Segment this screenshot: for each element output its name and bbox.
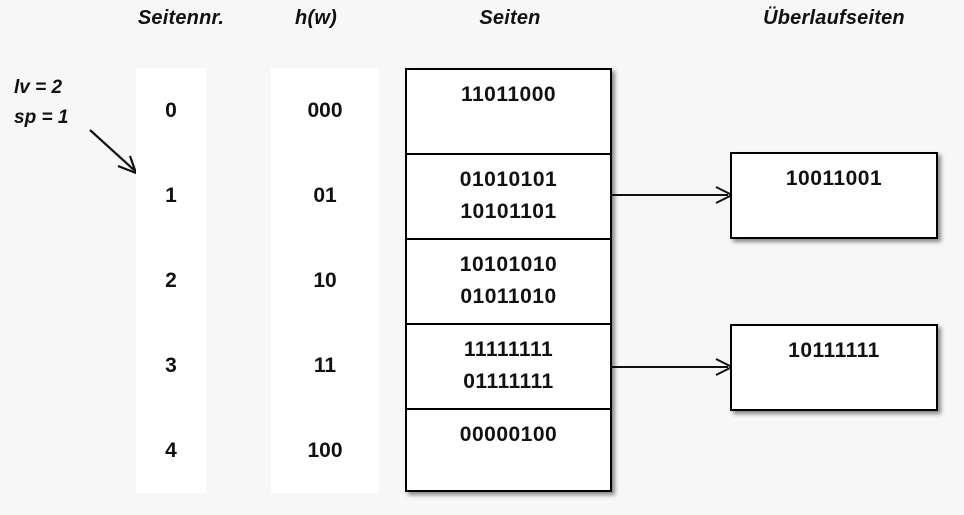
page-entry: 01111111 xyxy=(463,370,554,393)
hw-cell: 10 xyxy=(313,269,337,292)
seitennr-cell: 2 xyxy=(165,269,177,292)
overflow-entry: 10011001 xyxy=(785,167,883,190)
page-row: 11111111 01111111 xyxy=(407,325,610,410)
column-hw: 000 01 10 11 100 xyxy=(271,68,379,493)
page-entry: 01011010 xyxy=(460,285,557,308)
page-entry: 11111111 xyxy=(463,338,554,361)
page-row: 00000100 xyxy=(407,410,610,495)
column-seitennr: 0 1 2 3 4 xyxy=(136,68,206,493)
seitennr-cell: 0 xyxy=(165,99,177,122)
column-header-ueberlaufseiten: Überlaufseiten xyxy=(763,7,905,29)
overflow-entry: 10111111 xyxy=(788,339,880,362)
param-lv: lv = 2 xyxy=(14,77,63,98)
page-entry: 10101101 xyxy=(460,200,557,223)
overflow-connector-arrow-icon xyxy=(610,186,735,204)
column-header-hw: h(w) xyxy=(295,7,337,29)
page-row: 11011000 xyxy=(407,70,610,155)
seitennr-cell: 3 xyxy=(165,354,177,377)
hw-cell: 11 xyxy=(313,354,337,377)
seitennr-cell: 1 xyxy=(165,184,177,207)
hw-cell: 01 xyxy=(313,184,337,207)
hw-cell: 100 xyxy=(307,439,343,462)
seitennr-cell: 4 xyxy=(165,439,177,462)
param-sp: sp = 1 xyxy=(14,107,69,128)
page-row: 10101010 01011010 xyxy=(407,240,610,325)
page-row: 01010101 10101101 xyxy=(407,155,610,240)
overflow-page-box: 10111111 xyxy=(730,324,938,411)
pages-table: 11011000 01010101 10101101 10101010 0101… xyxy=(405,68,612,492)
page-entry: 01010101 xyxy=(459,168,558,191)
overflow-page-box: 10011001 xyxy=(730,152,938,239)
hw-cell: 000 xyxy=(307,99,343,122)
page-entry: 10101010 xyxy=(459,253,558,276)
column-header-seitennr: Seitennr. xyxy=(137,7,225,29)
overflow-connector-arrow-icon xyxy=(610,358,735,376)
column-header-seiten: Seiten xyxy=(479,7,541,29)
page-entry: 00000100 xyxy=(459,423,558,446)
page-entry: 11011000 xyxy=(460,83,557,106)
parameter-annotation: lv = 2 sp = 1 xyxy=(14,73,68,133)
